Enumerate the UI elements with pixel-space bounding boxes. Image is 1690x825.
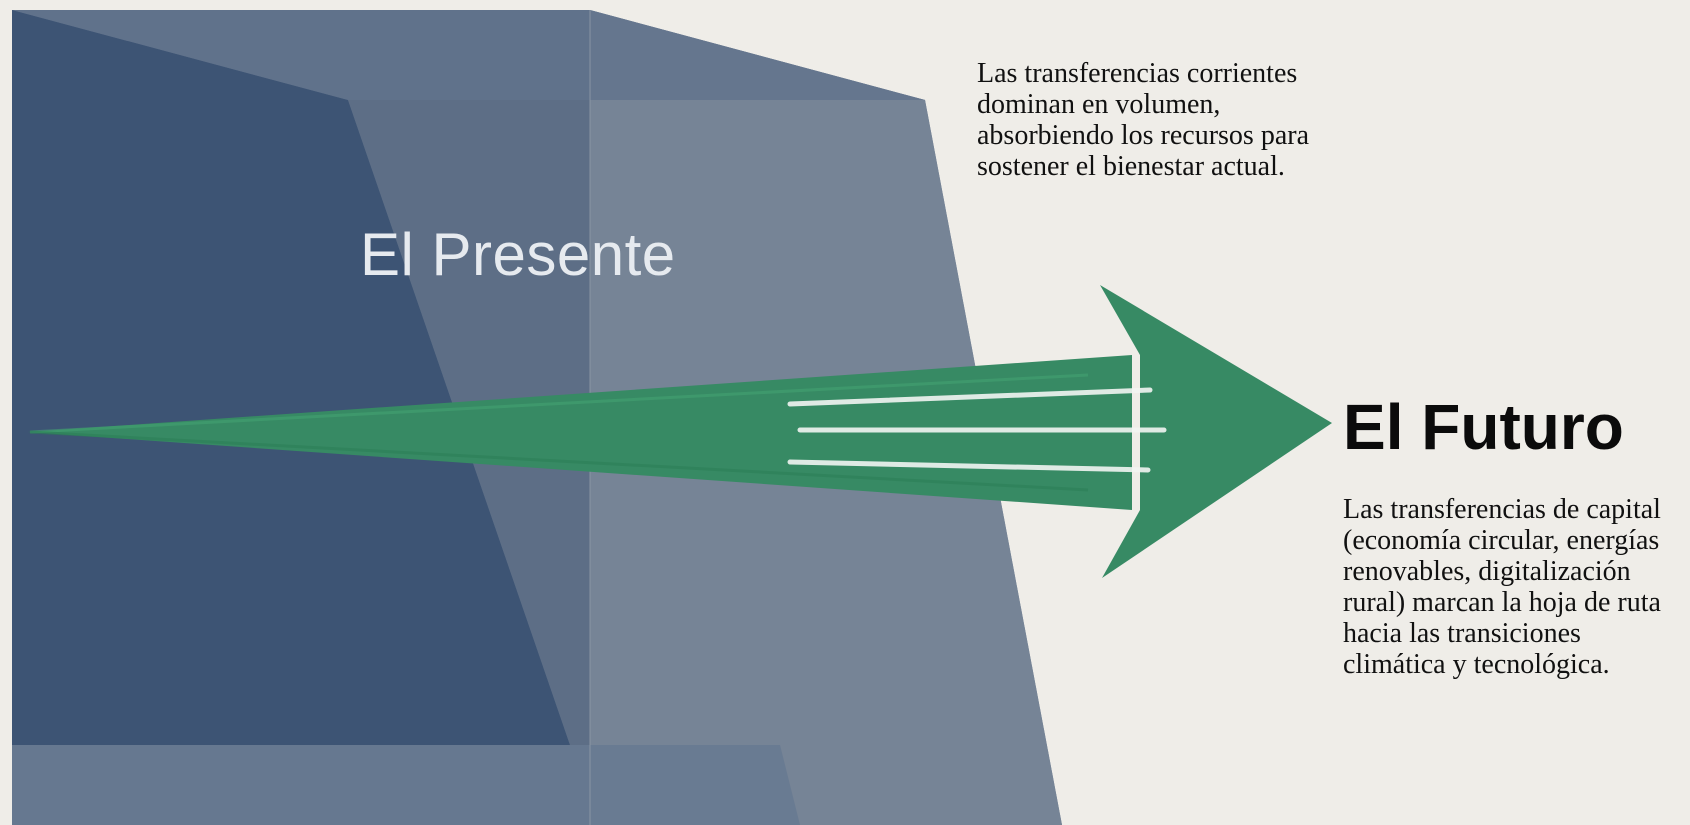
future-title: El Futuro — [1343, 391, 1624, 463]
arrow-highlight-top — [787, 387, 1153, 407]
present-block-bottom-face — [12, 745, 800, 825]
arrow-streak-top — [29, 373, 1089, 434]
present-label: El Presente — [360, 221, 676, 288]
present-block-top-face — [12, 10, 925, 100]
arrow-highlight-bottom — [787, 459, 1151, 473]
future-description: Las transferencias de capital (economía … — [1343, 494, 1661, 680]
present-block-left-face — [12, 10, 570, 745]
present-description: Las transferencias corrientes dominan en… — [977, 58, 1310, 182]
arrow-streak-bottom — [29, 430, 1089, 492]
future-arrow — [28, 285, 1332, 578]
future-arrow-head — [1100, 285, 1332, 578]
future-arrow-shaft — [28, 355, 1132, 510]
